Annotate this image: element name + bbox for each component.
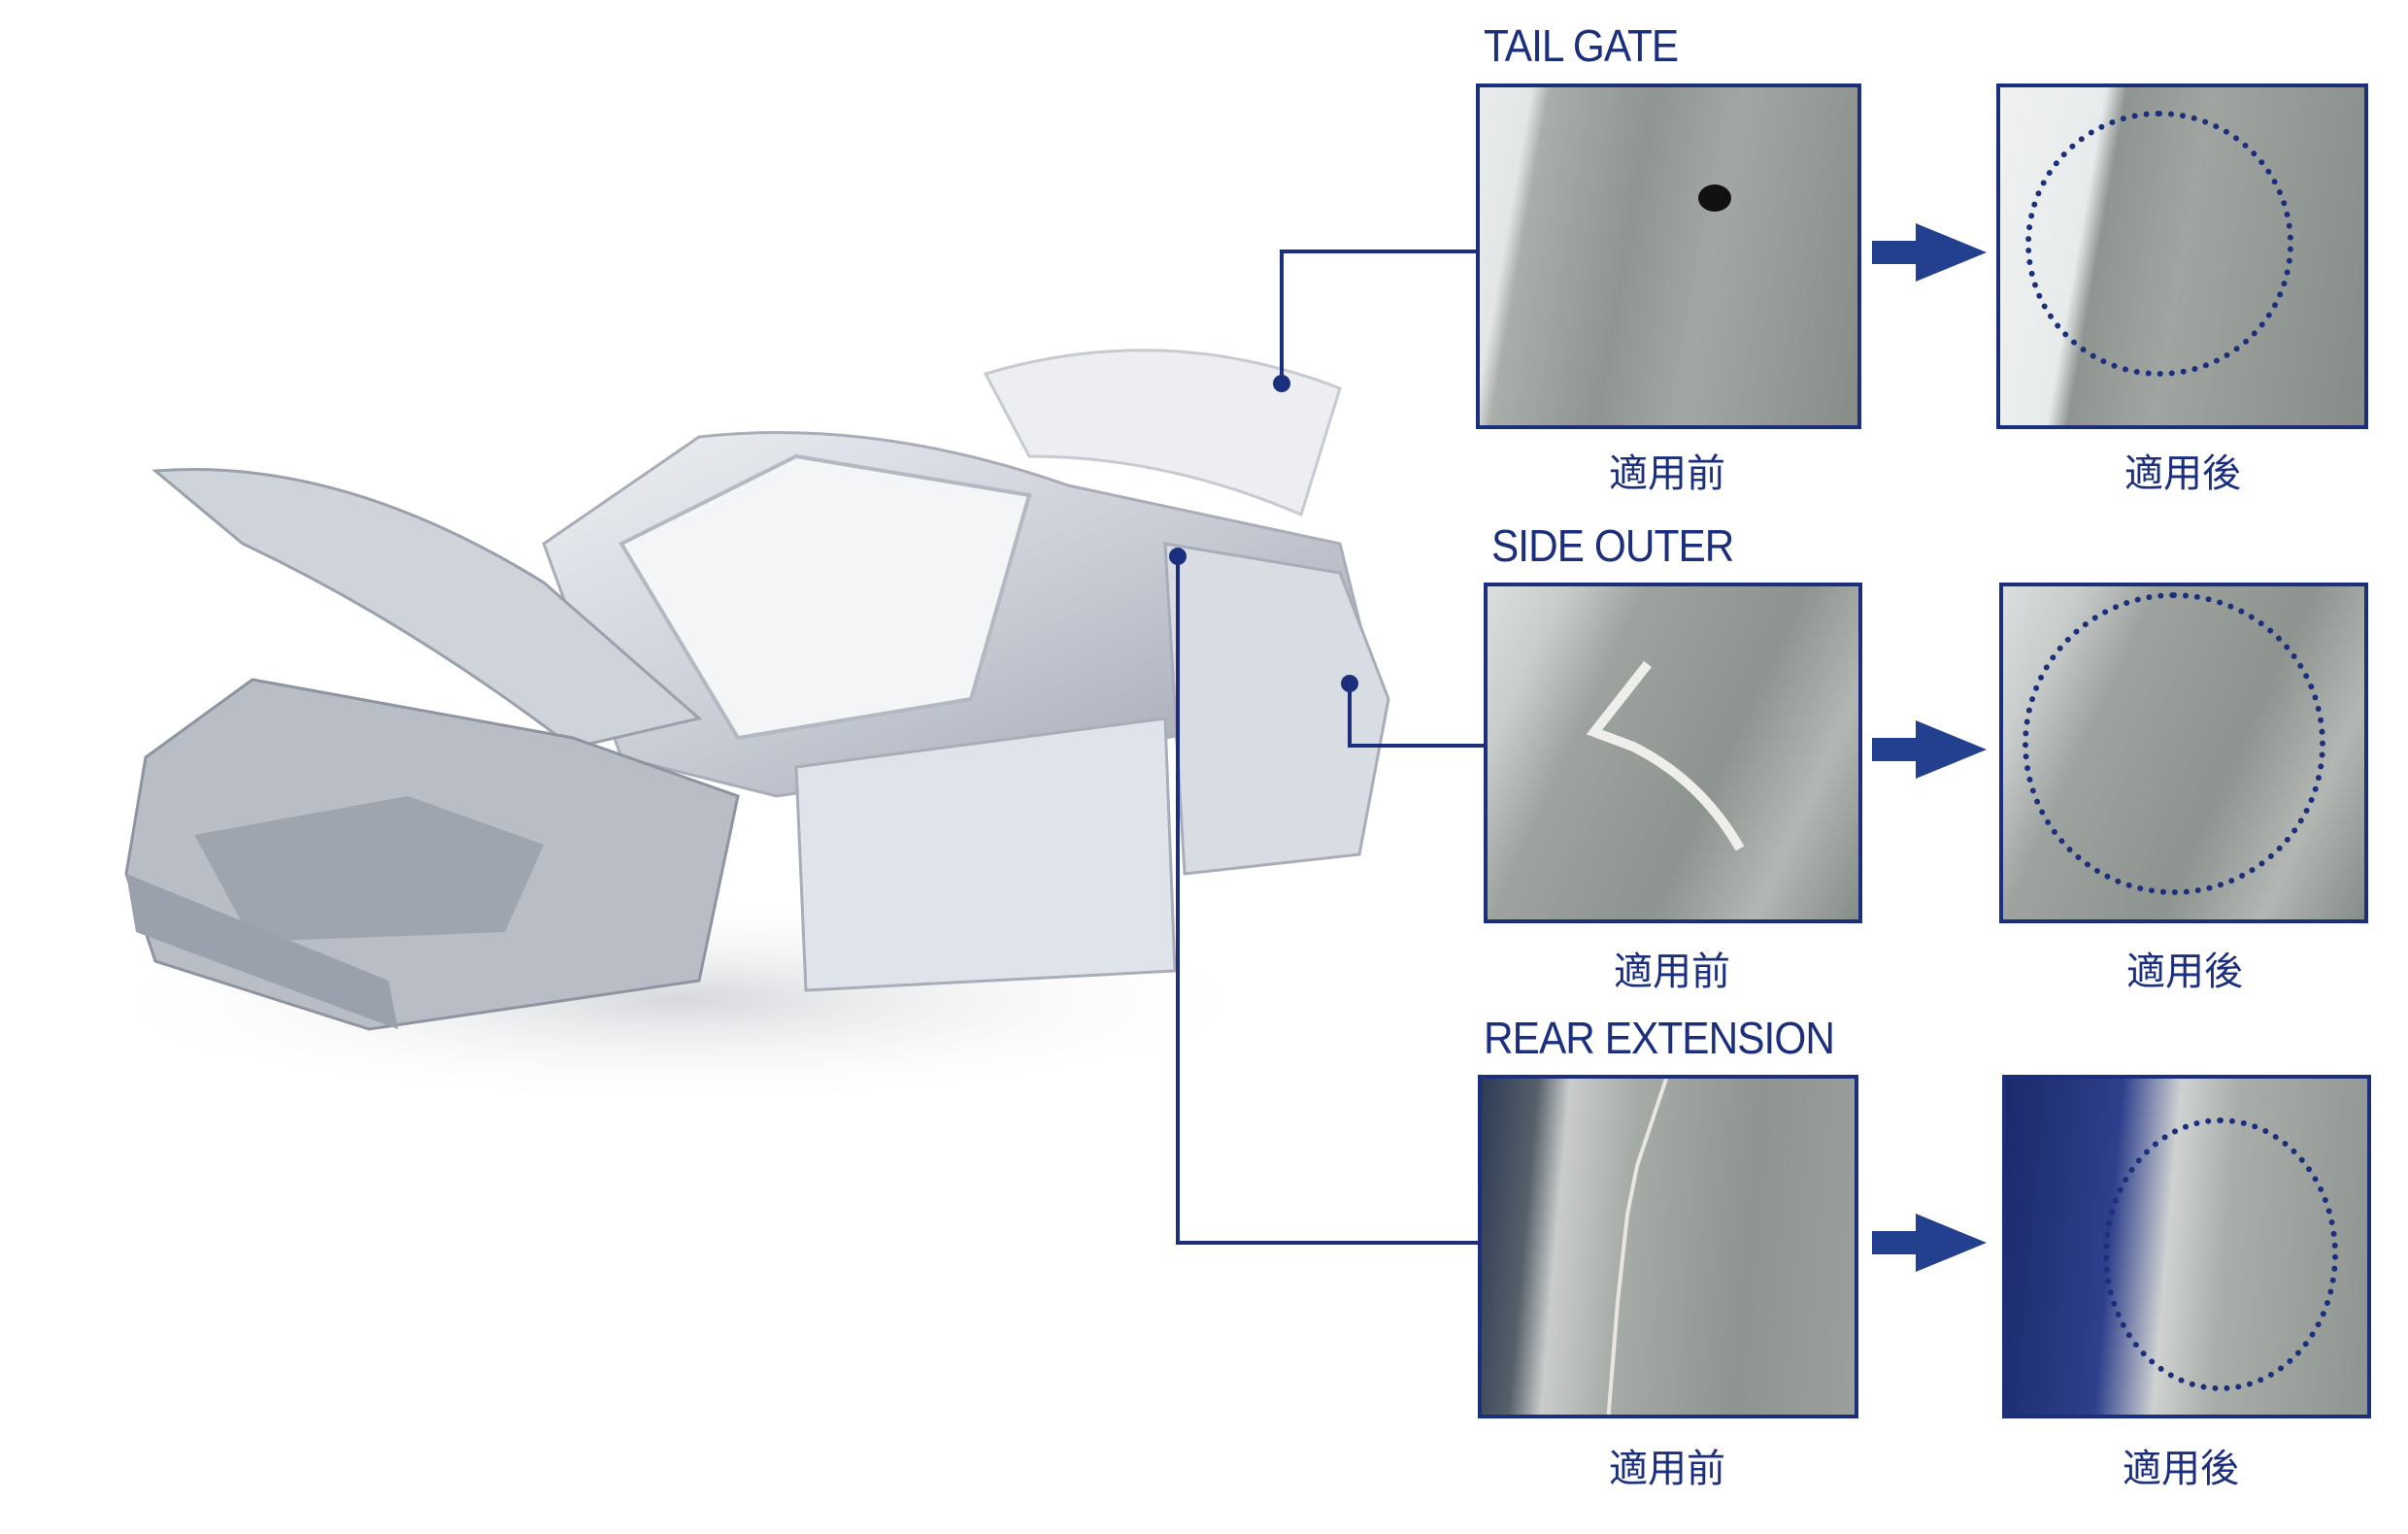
tail-gate-connector	[1280, 250, 1476, 384]
rear-extension-after-photo	[2002, 1075, 2371, 1418]
side-outer-before-label: 適用前	[1614, 950, 1730, 993]
tail-gate-title: TAIL GATE	[1484, 20, 1679, 71]
rear-extension-point	[1169, 548, 1187, 565]
crack-defect	[1586, 660, 1745, 851]
arrow-right-icon	[1872, 1214, 1987, 1272]
rear-extension-after-label: 適用後	[2123, 1448, 2239, 1490]
tail-gate-before-photo	[1476, 83, 1861, 429]
rear-extension-before-photo	[1478, 1075, 1858, 1418]
side-outer-after-label: 適用後	[2126, 950, 2243, 993]
side-outer-before-photo	[1484, 583, 1862, 923]
rear-extension-title: REAR EXTENSION	[1484, 1013, 1835, 1063]
tail-gate-before-label: 適用前	[1609, 452, 1725, 495]
tail-gate-after-label: 適用後	[2124, 452, 2241, 495]
side-outer-title: SIDE OUTER	[1491, 520, 1734, 571]
car-body-illustration	[97, 349, 1390, 1097]
crack-defect	[1606, 1079, 1668, 1415]
rear-extension-before-label: 適用前	[1609, 1448, 1725, 1490]
tail-gate-after-photo	[1996, 83, 2368, 429]
highlight-circle	[2025, 111, 2293, 377]
hole-defect	[1698, 184, 1731, 212]
side-outer-connector	[1348, 684, 1484, 748]
side-outer-point	[1341, 675, 1358, 692]
arrow-right-icon	[1872, 223, 1987, 282]
highlight-circle	[2023, 592, 2325, 895]
highlight-circle	[2103, 1117, 2338, 1391]
rear-extension-connector	[1176, 556, 1478, 1245]
side-outer-after-photo	[1999, 583, 2368, 923]
tail-gate-point	[1273, 375, 1290, 392]
arrow-right-icon	[1872, 720, 1987, 779]
